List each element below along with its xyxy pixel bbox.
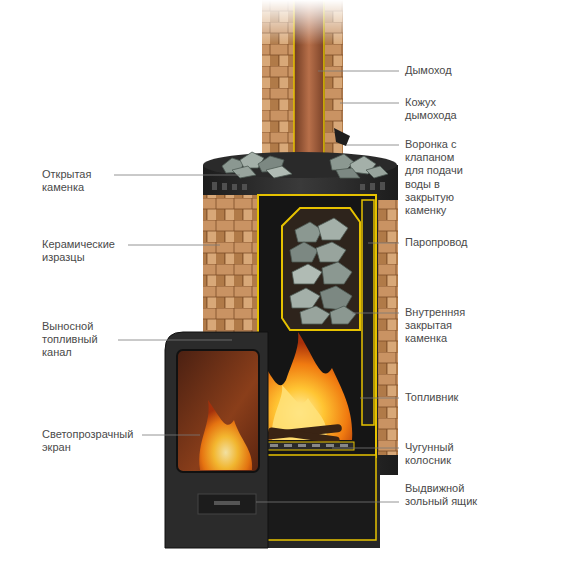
- part-label: Открытая каменка: [42, 168, 108, 194]
- part-label: Керамические изразцы: [42, 238, 122, 264]
- part-label: Паропровод: [405, 236, 525, 249]
- part-label: Кожух дымохода: [405, 96, 485, 122]
- part-label: Топливник: [405, 391, 525, 404]
- part-label: Дымоход: [405, 64, 525, 77]
- part-label: Чугунный колосник: [405, 441, 485, 467]
- part-label: Выносной топливный канал: [42, 320, 114, 360]
- part-label: Светопрозрачный экран: [42, 428, 138, 454]
- part-label: Выдвижной зольный ящик: [405, 482, 485, 508]
- part-label: Воронка с клапаном для подачи воды в зак…: [405, 138, 469, 217]
- part-label: Внутренняя закрытая каменка: [405, 306, 485, 346]
